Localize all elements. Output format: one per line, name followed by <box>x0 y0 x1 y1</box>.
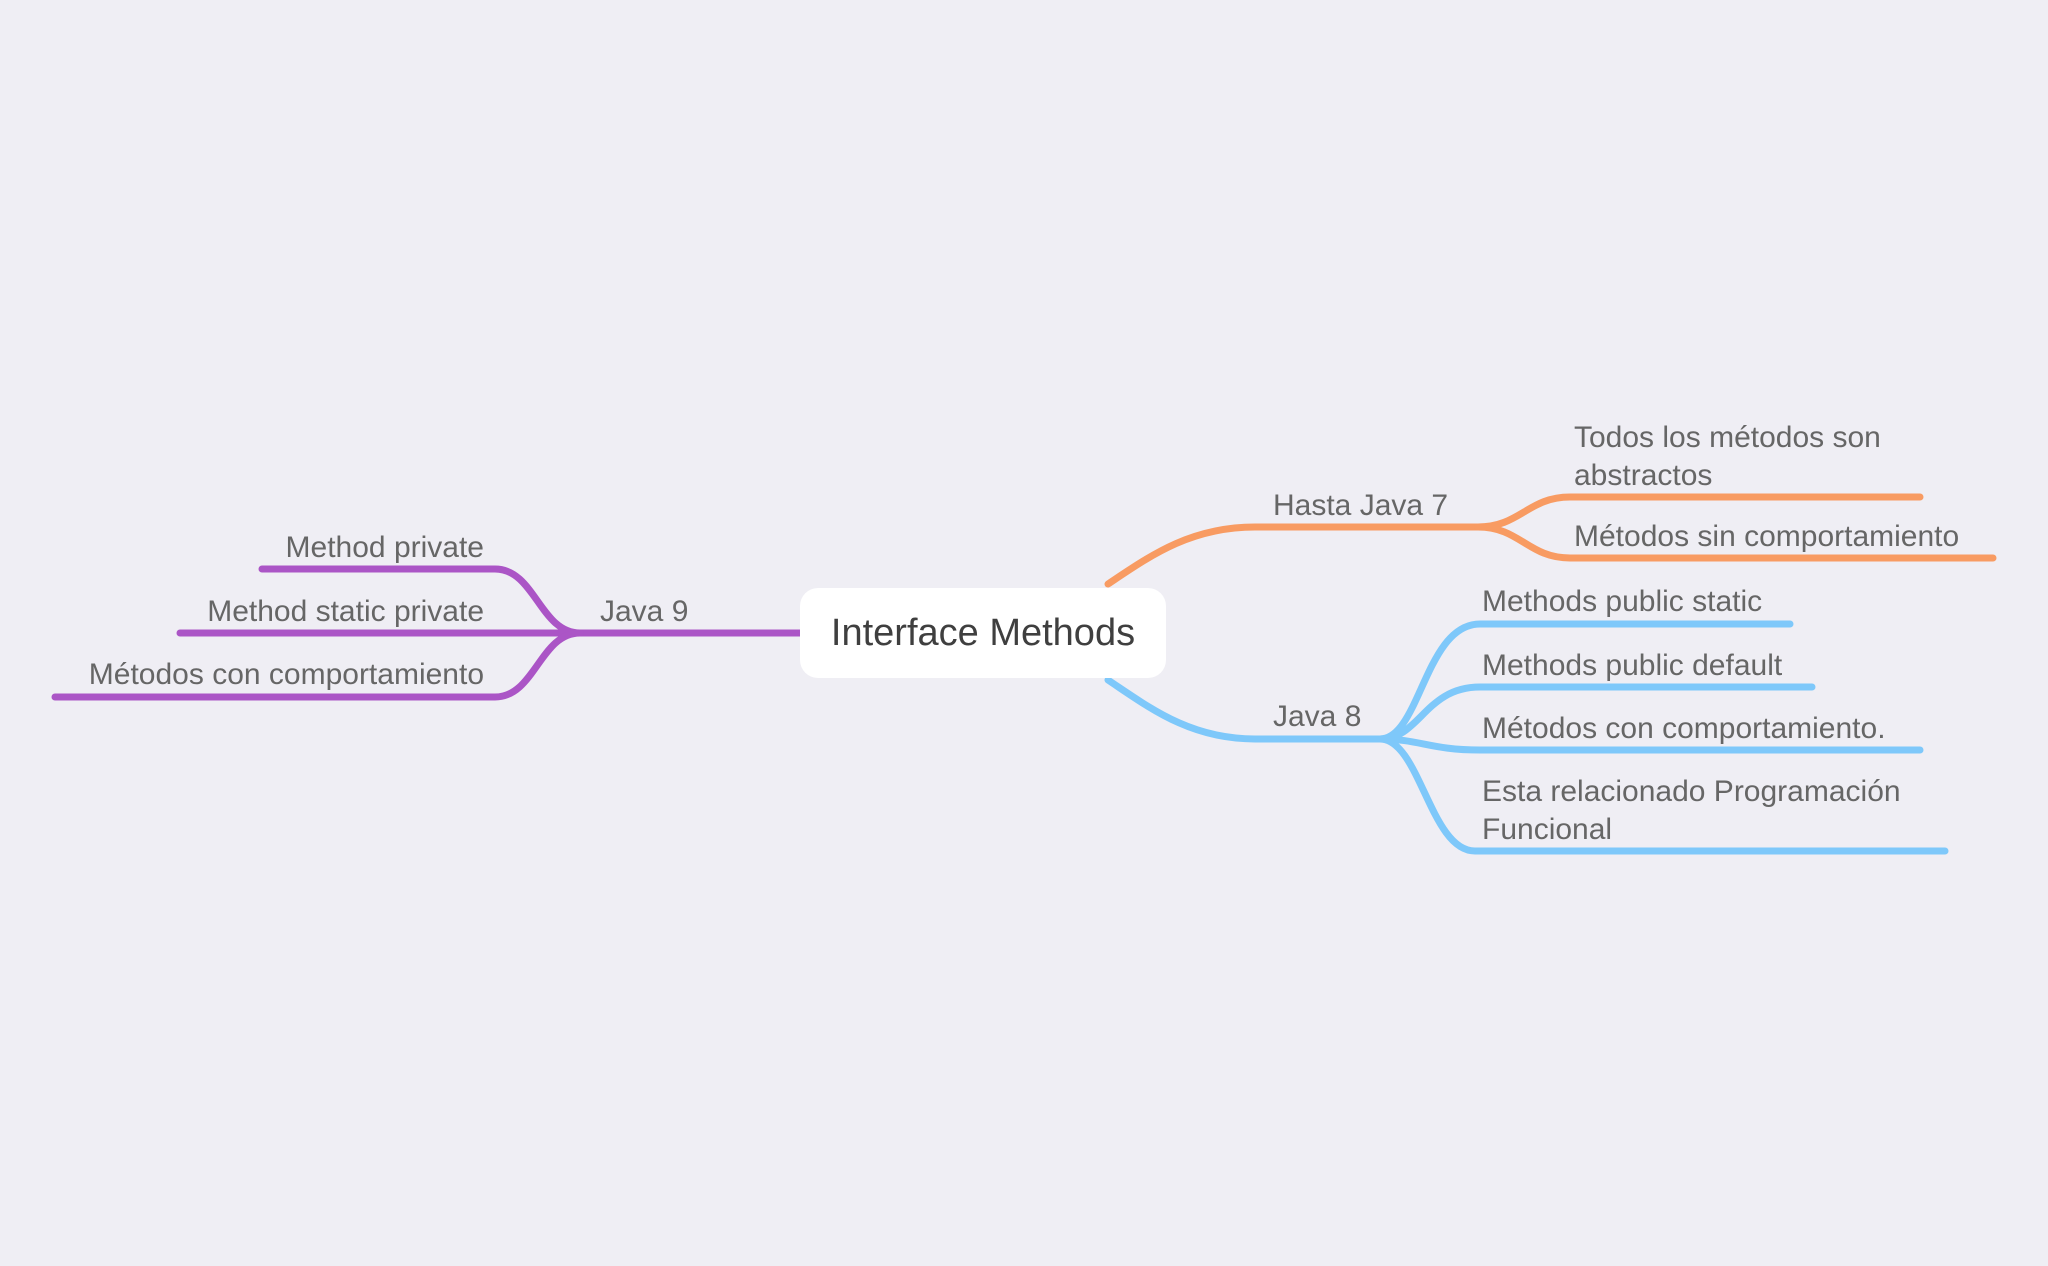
branch-links-java-9 <box>51 565 804 701</box>
node-label: Methods public static <box>1482 585 1763 618</box>
branch-label: Java 9 <box>600 595 689 628</box>
branch-java-9[interactable]: Java 9 <box>600 593 688 631</box>
node-metodos-con-comportamiento-9[interactable]: Métodos con comportamiento <box>89 656 484 694</box>
node-label-line-1: Esta relacionado Programación <box>1482 775 1901 808</box>
node-label: Method static private <box>207 595 484 628</box>
node-label-line-2: abstractos <box>1574 459 1713 492</box>
branch-java-8[interactable]: Java 8 <box>1273 698 1361 736</box>
branch-label: Java 8 <box>1273 700 1362 733</box>
branch-hasta-java-7[interactable]: Hasta Java 7 <box>1273 487 1448 525</box>
link-metodos-con-comportamiento-9 <box>51 629 584 701</box>
node-label: Métodos con comportamiento. <box>1482 712 1886 745</box>
branch-links-hasta-java-7 <box>1104 493 1997 588</box>
node-label: Methods public default <box>1482 649 1783 682</box>
node-metodos-sin-comportamiento[interactable]: Métodos sin comportamiento <box>1574 518 1959 556</box>
link-esta-relacionado <box>1376 735 1949 855</box>
node-todos-los-metodos[interactable]: Todos los métodos son abstractos <box>1574 419 1881 495</box>
link-root-to-java-8 <box>1104 676 1384 743</box>
node-esta-relacionado[interactable]: Esta relacionado Programación Funcional <box>1482 773 1901 849</box>
root-node[interactable]: Interface Methods <box>800 588 1166 678</box>
node-label-line-1: Todos los métodos son <box>1574 421 1881 454</box>
node-methods-public-default[interactable]: Methods public default <box>1482 647 1782 685</box>
node-method-static-private[interactable]: Method static private <box>207 593 484 631</box>
link-metodos-sin-comportamiento <box>1474 523 1997 562</box>
node-label-line-2: Funcional <box>1482 813 1613 846</box>
link-root-to-hasta-java-7 <box>1104 523 1482 588</box>
branch-label: Hasta Java 7 <box>1273 489 1449 522</box>
branch-links-java-8 <box>1104 620 1949 855</box>
node-label: Method private <box>285 531 484 564</box>
node-method-private[interactable]: Method private <box>286 529 484 567</box>
root-node-label: Interface Methods <box>830 611 1136 654</box>
node-methods-public-static[interactable]: Methods public static <box>1482 583 1762 621</box>
node-label: Métodos sin comportamiento <box>1574 520 1960 553</box>
node-label: Métodos con comportamiento <box>88 658 484 691</box>
node-metodos-con-comportamiento-8[interactable]: Métodos con comportamiento. <box>1482 710 1886 748</box>
